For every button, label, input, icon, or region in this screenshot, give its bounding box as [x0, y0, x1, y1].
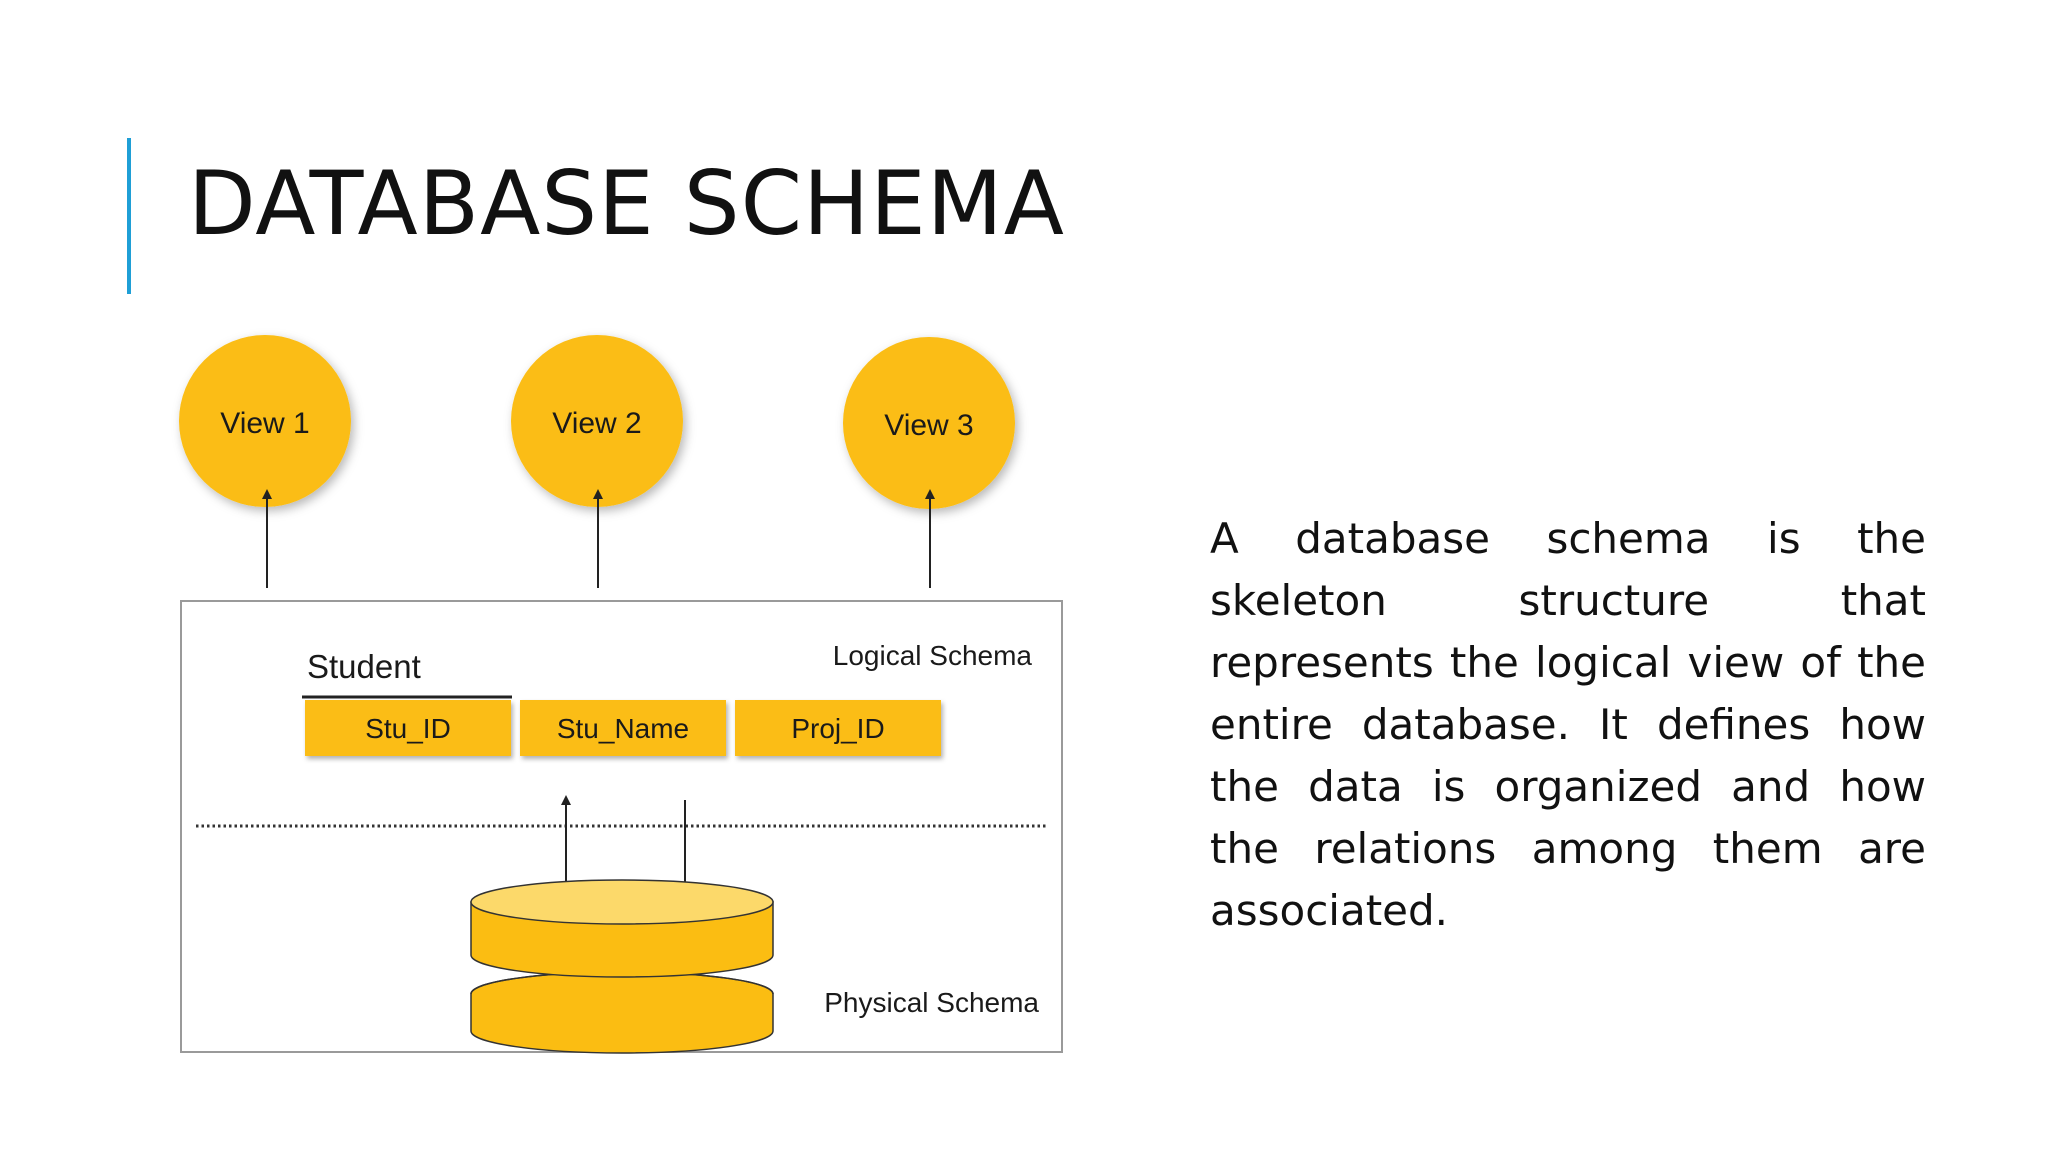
column-label: Proj_ID	[791, 713, 884, 744]
column-label: Stu_Name	[557, 713, 689, 744]
column-box	[520, 700, 726, 756]
table-column-1: Stu_ID	[305, 700, 511, 756]
cylinder-top	[470, 879, 774, 925]
cylinder-lower-disk	[470, 971, 774, 1054]
slide-title: DATABASE SCHEMA	[188, 152, 1065, 255]
physical-schema-label: Physical Schema	[824, 987, 1039, 1018]
view-circle	[511, 335, 683, 507]
view-node-1: View 1	[179, 335, 351, 507]
view-label: View 3	[884, 409, 974, 442]
title-accent-bar	[127, 138, 131, 294]
column-box	[305, 700, 511, 756]
table-name: Student	[307, 648, 421, 685]
view-label: View 2	[552, 407, 642, 440]
view-node-3: View 3	[843, 337, 1015, 509]
logical-schema-label: Logical Schema	[833, 640, 1033, 671]
view-circle	[179, 335, 351, 507]
column-label: Stu_ID	[365, 713, 451, 744]
view-node-2: View 2	[511, 335, 683, 507]
view-circle	[843, 337, 1015, 509]
schema-description: A database schema is the skeleton struct…	[1210, 514, 1926, 935]
table-column-3: Proj_ID	[735, 700, 941, 756]
view-label: View 1	[220, 407, 310, 440]
column-box	[735, 700, 941, 756]
table-column-2: Stu_Name	[520, 700, 726, 756]
database-cylinder-icon	[470, 879, 774, 1054]
